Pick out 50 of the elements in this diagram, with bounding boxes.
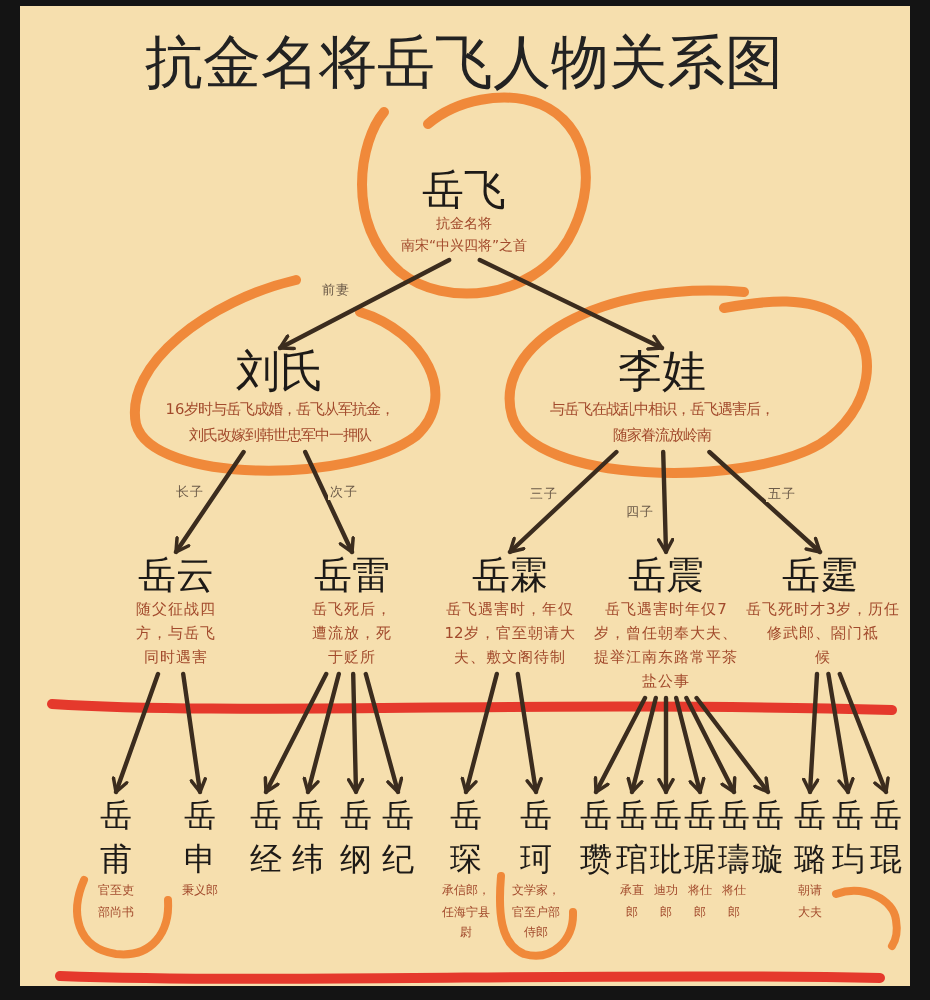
person-name: 岳申 — [183, 794, 217, 882]
person-name: 岳璇 — [751, 794, 785, 882]
person-name: 岳瓒 — [579, 794, 613, 882]
arrow — [363, 671, 404, 795]
person-name: 岳震 — [628, 554, 704, 598]
person-name: 岳霆 — [782, 554, 858, 598]
arrow — [477, 257, 665, 351]
person-name: 岳纲 — [339, 794, 373, 882]
person-name: 刘氏 — [236, 350, 324, 398]
arrow — [626, 695, 658, 795]
arrow — [694, 695, 771, 795]
person-name: 岳霖 — [472, 554, 548, 598]
arrow — [515, 671, 543, 795]
arrow — [346, 671, 365, 795]
person-name: 岳甫 — [99, 794, 133, 882]
arrow — [656, 449, 675, 555]
person-name: 岳琨 — [869, 794, 903, 882]
arrow — [460, 671, 499, 795]
person-name: 李娃 — [618, 350, 706, 398]
arrow — [181, 671, 207, 795]
arrow — [173, 449, 246, 555]
arrow — [707, 449, 823, 555]
arrow — [302, 671, 341, 795]
person-name: 岳飞 — [422, 166, 506, 214]
person-name: 岳琯 — [615, 794, 649, 882]
arrow — [837, 671, 890, 795]
person-name: 岳纪 — [381, 794, 415, 882]
person-name: 岳璐 — [793, 794, 827, 882]
person-name: 岳琛 — [449, 794, 483, 882]
arrow — [801, 671, 820, 795]
person-name: 岳琚 — [683, 794, 717, 882]
person-name: 岳经 — [249, 794, 283, 882]
arrow — [593, 695, 648, 795]
person-name: 岳雷 — [314, 554, 390, 598]
arrow — [303, 449, 355, 555]
arrow — [111, 671, 161, 795]
person-name: 岳玭 — [649, 794, 683, 882]
person-name: 岳璹 — [717, 794, 751, 882]
person-name: 岳云 — [138, 554, 214, 598]
title: 抗金名将岳飞人物关系图 — [145, 26, 783, 100]
person-name: 岳珂 — [519, 794, 553, 882]
person-name: 岳玙 — [831, 794, 865, 882]
arrow — [277, 257, 452, 351]
person-name: 岳纬 — [291, 794, 325, 882]
arrow — [674, 695, 706, 795]
arrow — [684, 695, 737, 795]
arrow — [826, 671, 855, 795]
arrow — [657, 695, 675, 795]
arrow — [507, 449, 619, 555]
arrow — [263, 671, 329, 795]
